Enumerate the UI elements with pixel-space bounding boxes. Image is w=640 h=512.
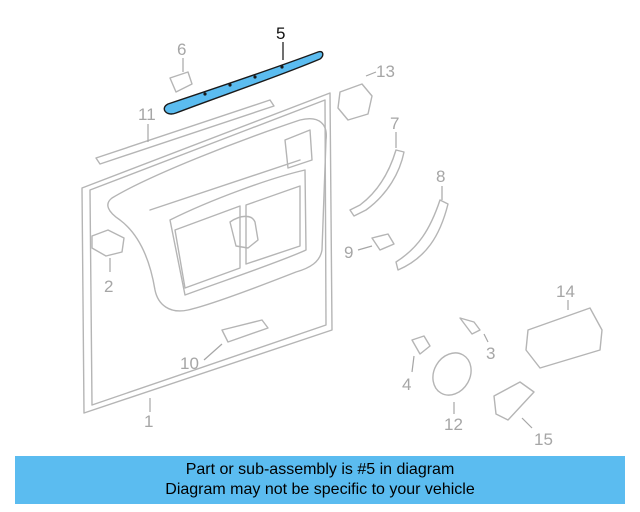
part-6-clip[interactable]: [169, 71, 193, 93]
part-11-strip[interactable]: [95, 99, 275, 165]
callout-14[interactable]: 14: [556, 282, 575, 301]
part-9-bracket[interactable]: [371, 233, 395, 251]
callout-5[interactable]: 5: [276, 24, 285, 43]
part-5-belt-molding[interactable]: [163, 50, 324, 115]
callout-12[interactable]: 12: [444, 415, 463, 434]
part-10-trim-piece[interactable]: [221, 319, 269, 343]
callout-8[interactable]: 8: [436, 167, 445, 186]
callout-10[interactable]: 10: [180, 354, 199, 373]
banner-line-2: Diagram may not be specific to your vehi…: [165, 481, 475, 498]
callout-7[interactable]: 7: [390, 114, 399, 133]
door-trim-panel: [81, 92, 333, 414]
callout-4[interactable]: 4: [402, 375, 411, 394]
parts-diagram: 5 6 13 11 7 8 9 2 14 3 10 4 1 12 15: [81, 24, 603, 449]
part-15-bezel[interactable]: [493, 381, 535, 421]
callout-9[interactable]: 9: [344, 243, 353, 262]
part-8-handle[interactable]: [395, 199, 449, 271]
part-12-seal[interactable]: [425, 346, 478, 402]
part-13-switch[interactable]: [337, 83, 373, 121]
part-3-screw[interactable]: [459, 317, 481, 335]
banner-line-1: Part or sub-assembly is #5 in diagram: [185, 461, 455, 478]
callout-6[interactable]: 6: [177, 40, 186, 59]
callout-3[interactable]: 3: [486, 344, 495, 363]
part-4-retainer[interactable]: [411, 335, 431, 355]
callout-11[interactable]: 11: [138, 105, 156, 124]
part-2-speaker-grille[interactable]: [91, 229, 125, 257]
callout-2[interactable]: 2: [104, 277, 113, 296]
part-14-handle-housing[interactable]: [525, 307, 603, 369]
callout-15[interactable]: 15: [534, 430, 553, 449]
part-7-rod[interactable]: [349, 149, 405, 217]
callout-13[interactable]: 13: [376, 62, 395, 81]
info-banner: Part or sub-assembly is #5 in diagram Di…: [15, 456, 625, 504]
callout-1[interactable]: 1: [144, 412, 153, 431]
